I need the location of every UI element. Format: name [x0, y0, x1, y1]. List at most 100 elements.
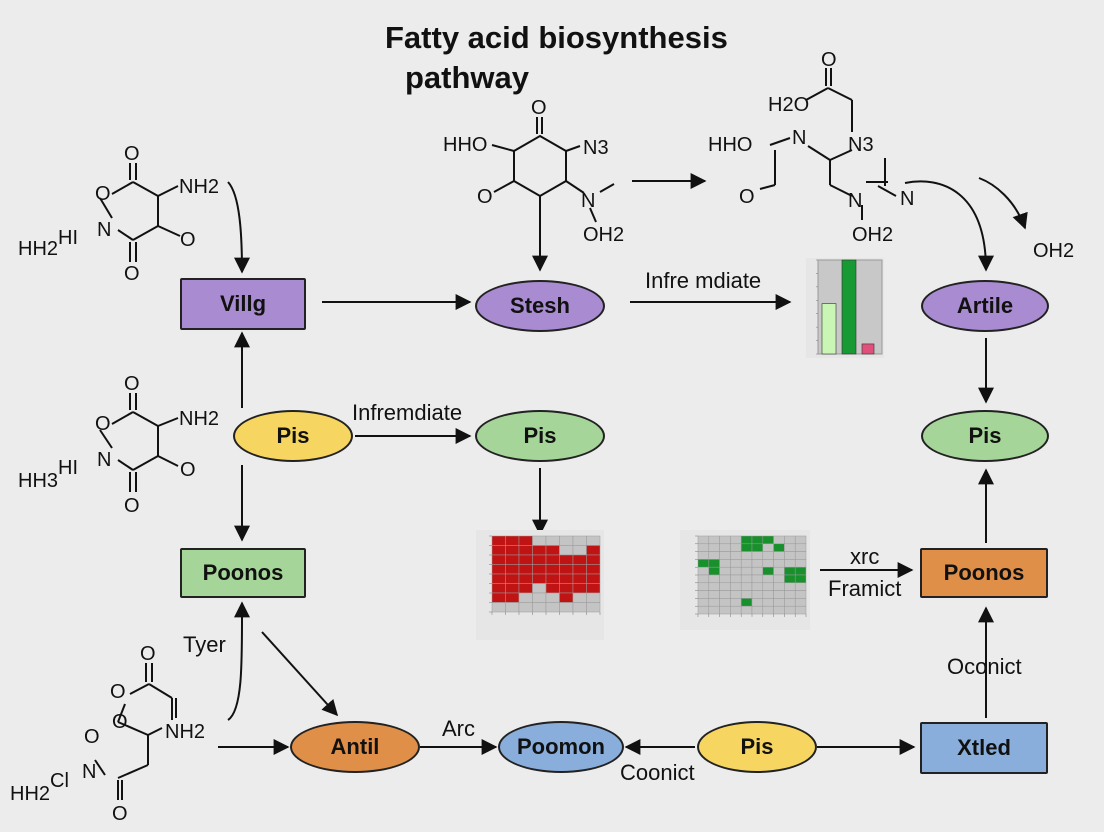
- green-heatmap-cell: [751, 566, 764, 576]
- arrow-to-oh2: [978, 177, 1028, 230]
- node-pis-left[interactable]: Pis: [233, 410, 353, 462]
- m5-label-1: H2O: [768, 94, 809, 116]
- bar-chart: [806, 258, 884, 358]
- m5-label-6: N: [848, 190, 862, 212]
- green-heatmap-cell: [762, 598, 774, 607]
- green-heatmap-cell: [751, 598, 764, 607]
- arrow-m5-to-artile: [904, 180, 994, 272]
- node-poomon[interactable]: Poomon: [498, 721, 624, 773]
- m1-label-7: O: [124, 263, 140, 285]
- m1-label-1: O: [95, 183, 111, 205]
- red-heatmap-cell: [518, 545, 533, 556]
- green-heatmap-cell: [730, 535, 742, 545]
- red-heatmap-cell: [505, 583, 520, 594]
- red-heatmap-cell: [545, 564, 560, 575]
- m3-label-7: N: [82, 761, 96, 783]
- green-heatmap-cell: [751, 559, 764, 568]
- green-heatmap-cell: [719, 582, 731, 591]
- red-heatmap-cell: [559, 602, 574, 613]
- red-heatmap-cell: [559, 564, 574, 575]
- green-heatmap-cell: [697, 559, 710, 568]
- green-heatmap-cell: [708, 535, 720, 545]
- green-heatmap-cell: [751, 543, 764, 552]
- green-heatmap-cell: [794, 535, 807, 545]
- green-heatmap-cell: [740, 582, 753, 591]
- m4-label-1: HHO: [443, 134, 487, 156]
- m1-label-3: HH2: [18, 238, 58, 260]
- molecule-m4: [491, 117, 615, 223]
- edge-label-tyer: Tyer: [183, 632, 226, 657]
- m3-label-8: O: [112, 803, 128, 825]
- green-heatmap-cell: [740, 598, 753, 607]
- m3-label-2: NH2: [165, 721, 205, 743]
- node-poonos-right[interactable]: Poonos: [920, 548, 1048, 598]
- green-heatmap-cell: [784, 574, 796, 584]
- green-heatmap-cell: [784, 559, 796, 568]
- green-heatmap-cell: [740, 559, 753, 568]
- red-heatmap-cell: [532, 554, 547, 565]
- green-heatmap-cell: [740, 574, 753, 584]
- node-artile[interactable]: Artile: [921, 280, 1049, 332]
- green-heatmap-cell: [740, 590, 753, 599]
- green-heatmap-cell: [730, 559, 742, 568]
- m4-label-2: N3: [583, 137, 609, 159]
- red-heatmap-cell: [545, 602, 560, 613]
- green-heatmap-cell: [708, 559, 720, 568]
- node-stesh[interactable]: Stesh: [475, 280, 605, 332]
- edge-label-framict: Framict: [828, 576, 902, 601]
- green-heatmap-cell: [697, 566, 710, 576]
- red-heatmap-cell: [572, 545, 587, 556]
- m2-label-2: NH2: [179, 408, 219, 430]
- red-heatmap-cell: [586, 602, 601, 613]
- m4-label-5: OH2: [583, 224, 624, 246]
- green-heatmap-cell: [697, 590, 710, 599]
- red-heatmap-cell: [518, 602, 533, 613]
- green-heatmap-cell: [784, 605, 796, 615]
- red-heatmap-cell: [532, 545, 547, 556]
- green-heatmap-cell: [719, 598, 731, 607]
- m4-label-3: O: [477, 186, 493, 208]
- red-heatmap-cell: [572, 573, 587, 584]
- green-heatmap-cell: [751, 574, 764, 584]
- m2-label-5: N: [97, 449, 111, 471]
- green-heatmap-cell: [794, 551, 807, 560]
- green-heatmap-cell: [773, 535, 785, 545]
- red-heatmap-cell: [491, 592, 506, 603]
- green-heatmap-cell: [784, 582, 796, 591]
- red-heatmap-cell: [572, 564, 587, 575]
- green-heatmap-cell: [730, 551, 742, 560]
- node-antil[interactable]: Antil: [290, 721, 420, 773]
- m5-label-8: N: [900, 188, 914, 210]
- red-heatmap-cell: [559, 573, 574, 584]
- m2-label-1: O: [95, 413, 111, 435]
- green-heatmap: [680, 530, 810, 630]
- node-pis-center[interactable]: Pis: [475, 410, 605, 462]
- green-heatmap-cell: [708, 566, 720, 576]
- m1-label-6: O: [180, 229, 196, 251]
- green-heatmap-cell: [719, 543, 731, 552]
- green-heatmap-cell: [784, 590, 796, 599]
- node-pis-right[interactable]: Pis: [921, 410, 1049, 462]
- red-heatmap-cell: [586, 564, 601, 575]
- red-heatmap-cell: [491, 564, 506, 575]
- node-villg[interactable]: Villg: [180, 278, 306, 330]
- green-heatmap-cell: [697, 535, 710, 545]
- green-heatmap-cell: [762, 605, 774, 615]
- green-heatmap-cell: [697, 598, 710, 607]
- green-heatmap-cell: [773, 559, 785, 568]
- green-heatmap-cell: [751, 605, 764, 615]
- m3-label-5: HH2: [10, 783, 50, 805]
- green-heatmap-cell: [719, 551, 731, 560]
- red-heatmap-cell: [586, 535, 601, 546]
- node-pis-bottom[interactable]: Pis: [697, 721, 817, 773]
- green-heatmap-cell: [762, 582, 774, 591]
- green-heatmap-cell: [773, 582, 785, 591]
- red-heatmap-cell: [505, 554, 520, 565]
- green-heatmap-cell: [751, 535, 764, 545]
- red-heatmap-cell: [532, 564, 547, 575]
- green-heatmap-cell: [784, 543, 796, 552]
- node-poonos-left[interactable]: Poonos: [180, 548, 306, 598]
- green-heatmap-cell: [773, 574, 785, 584]
- node-xtled[interactable]: Xtled: [920, 722, 1048, 774]
- m5-label-4: N3: [848, 134, 874, 156]
